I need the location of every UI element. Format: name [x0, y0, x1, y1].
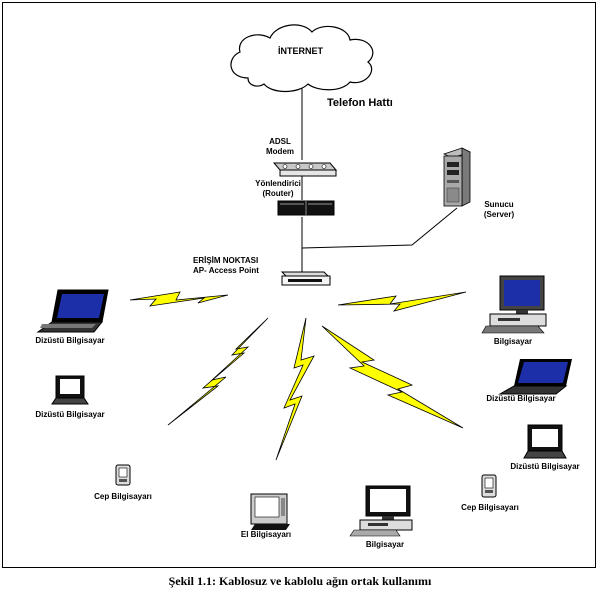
- internet-cloud-icon: [230, 24, 374, 93]
- desktop-computer-icon: [481, 275, 547, 334]
- server-cable: [301, 207, 458, 249]
- pda-icon: [115, 464, 131, 486]
- pda-label: Cep Bilgisayarı: [94, 492, 152, 501]
- access-point-icon: [280, 271, 332, 286]
- adsl-modem-icon: [272, 162, 338, 177]
- lightning-bolt-icon: [337, 291, 467, 312]
- desktop-label: Bilgisayar: [493, 337, 533, 346]
- server-label-line2: (Server): [483, 210, 515, 219]
- laptop-label: Dizüstü Bilgisayar: [510, 462, 580, 471]
- pda-icon: [481, 474, 497, 498]
- lightning-bolt-icon: [167, 317, 269, 426]
- laptop-icon: [51, 375, 89, 405]
- access-point-label-line1: ERİŞİM NOKTASI: [193, 256, 259, 265]
- desktop-computer-icon: [349, 485, 413, 537]
- router-icon: [277, 200, 335, 216]
- pda-label: Cep Bilgisayarı: [461, 503, 519, 512]
- laptop-label: Dizüstü Bilgisayar: [35, 336, 105, 345]
- modem-label-line1: ADSL: [269, 137, 291, 146]
- router-label-line2: (Router): [262, 189, 294, 198]
- desktop-label: Bilgisayar: [365, 540, 405, 549]
- phone-line-label: Telefon Hattı: [327, 97, 393, 109]
- server-icon: [442, 147, 472, 207]
- laptop-label: Dizüstü Bilgisayar: [35, 410, 105, 419]
- wireless-signals: [129, 291, 467, 461]
- laptop-icon: [36, 289, 109, 333]
- lightning-bolt-icon: [275, 317, 315, 461]
- figure-caption: Şekil 1.1: Kablosuz ve kablolu ağın orta…: [168, 574, 432, 588]
- handheld-computer-icon: [250, 493, 290, 530]
- laptop-icon: [498, 359, 572, 395]
- lightning-bolt-icon: [129, 291, 229, 307]
- laptop-label: Dizüstü Bilgisayar: [486, 394, 556, 403]
- access-point-label-line2: AP- Access Point: [193, 266, 259, 275]
- internet-label: İNTERNET: [278, 46, 323, 56]
- laptop-icon: [523, 424, 567, 459]
- router-label-line1: Yönlendirici: [255, 179, 301, 188]
- handheld-label: El Bilgisayarı: [240, 530, 292, 539]
- server-label-line1: Sunucu: [484, 200, 514, 209]
- lightning-bolt-icon: [321, 325, 464, 429]
- modem-label-line2: Modem: [266, 147, 294, 156]
